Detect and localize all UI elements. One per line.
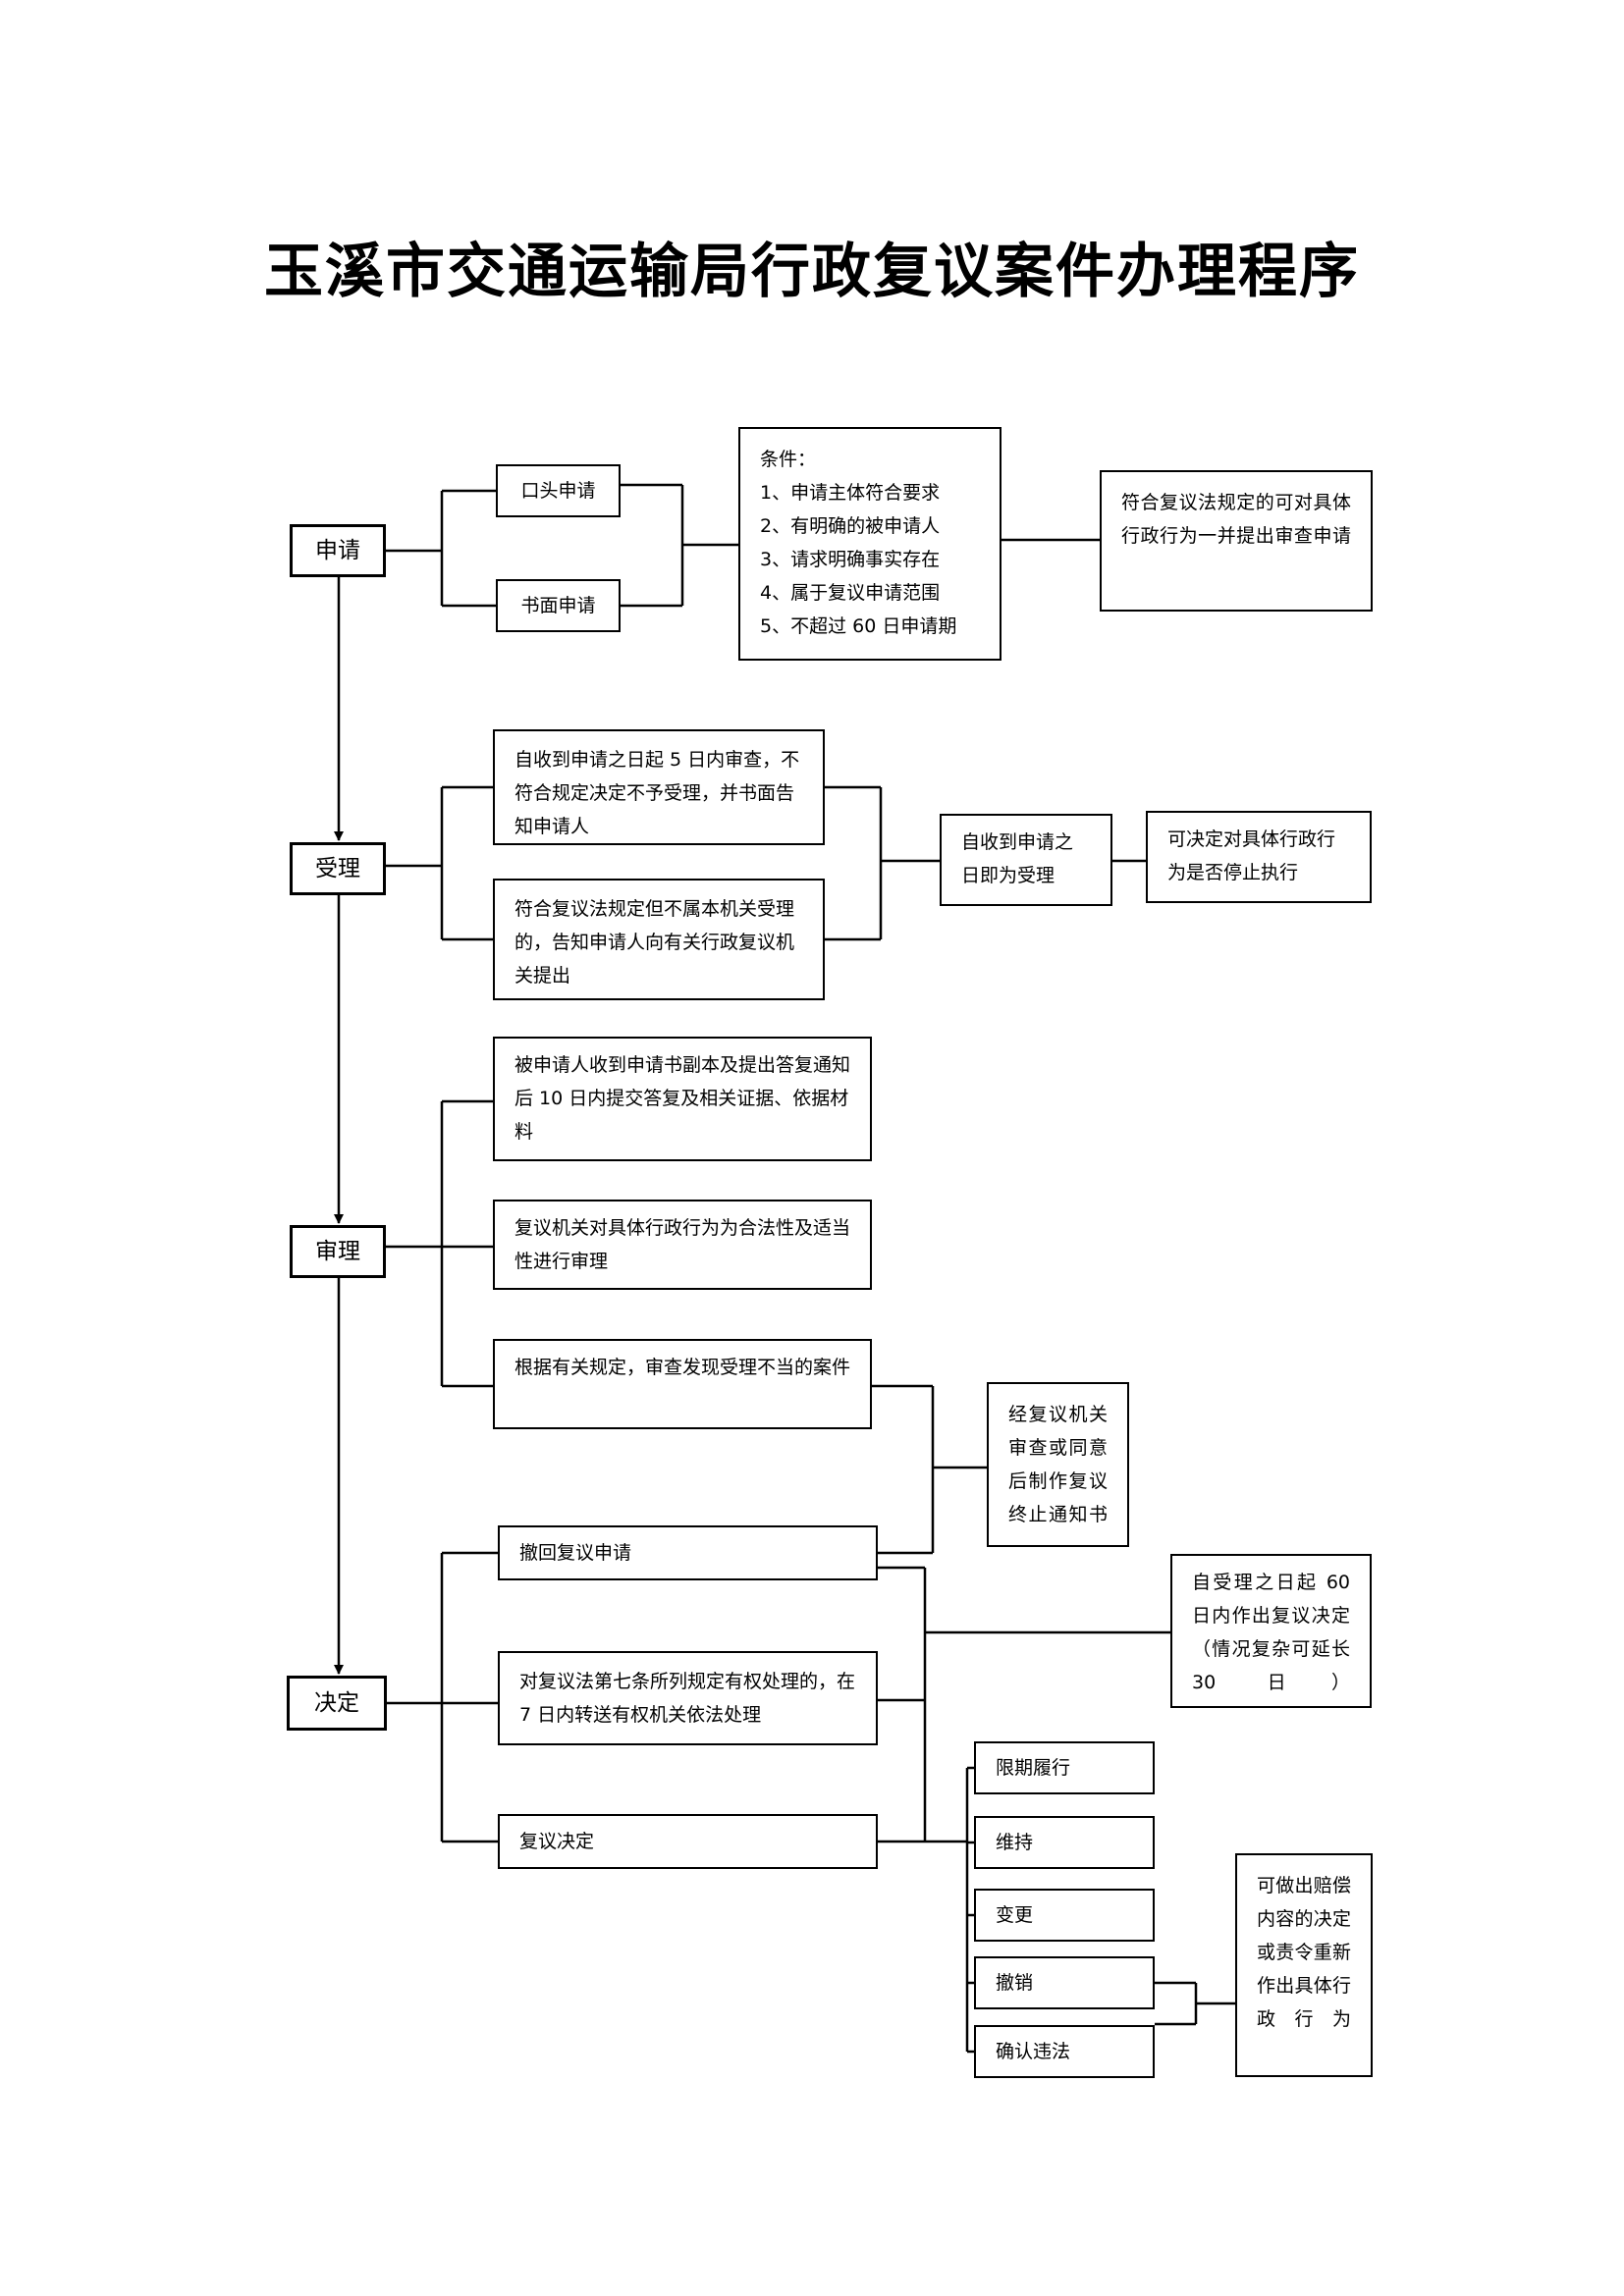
stage-decide: 决定 xyxy=(287,1676,387,1731)
accepted-box: 自收到申请之日即为受理 xyxy=(940,814,1112,906)
compensation-box: 可做出赔偿内容的决定或责令重新作出具体行政行为 xyxy=(1235,1853,1373,2077)
written-application-box: 书面申请 xyxy=(496,579,621,632)
joint-review-box: 符合复议法规定的可对具体行政行为一并提出审查申请 xyxy=(1100,470,1373,612)
outcome-illegal-box: 确认违法 xyxy=(974,2025,1155,2078)
withdraw-application-box: 撤回复议申请 xyxy=(498,1525,878,1580)
conditions-box: 条件： 1、申请主体符合要求 2、有明确的被申请人 3、请求明确事实存在 4、属… xyxy=(738,427,1001,661)
page-title: 玉溪市交通运输局行政复议案件办理程序 xyxy=(264,238,1360,306)
suspend-execution-box: 可决定对具体行政行为是否停止执行 xyxy=(1146,811,1372,903)
oral-application-box: 口头申请 xyxy=(496,464,621,517)
reject-notice-box: 自收到申请之日起 5 日内审查，不符合规定决定不予受理，并书面告知申请人 xyxy=(493,729,825,845)
stage-accept: 受理 xyxy=(290,842,386,895)
stage-apply: 申请 xyxy=(290,524,386,577)
stage-review: 审理 xyxy=(290,1225,386,1278)
outcome-revoke-box: 撤销 xyxy=(974,1956,1155,2009)
reply-deadline-box: 被申请人收到申请书副本及提出答复通知后 10 日内提交答复及相关证据、依据材料 xyxy=(493,1037,872,1161)
improper-acceptance-box: 根据有关规定，审查发现受理不当的案件 xyxy=(493,1339,872,1429)
decision-deadline-box: 自受理之日起 60 日内作出复议决定（情况复杂可延长 30 日） xyxy=(1170,1554,1372,1708)
article7-transfer-box: 对复议法第七条所列规定有权处理的，在 7 日内转送有权机关依法处理 xyxy=(498,1651,878,1745)
outcome-modify-box: 变更 xyxy=(974,1889,1155,1942)
outcome-fulfill-box: 限期履行 xyxy=(974,1741,1155,1794)
termination-notice-box: 经复议机关审查或同意后制作复议终止通知书 xyxy=(987,1382,1129,1547)
legality-review-box: 复议机关对具体行政行为为合法性及适当性进行审理 xyxy=(493,1200,872,1290)
outcome-uphold-box: 维持 xyxy=(974,1816,1155,1869)
review-decision-box: 复议决定 xyxy=(498,1814,878,1869)
transfer-notice-box: 符合复议法规定但不属本机关受理的，告知申请人向有关行政复议机关提出 xyxy=(493,879,825,1000)
